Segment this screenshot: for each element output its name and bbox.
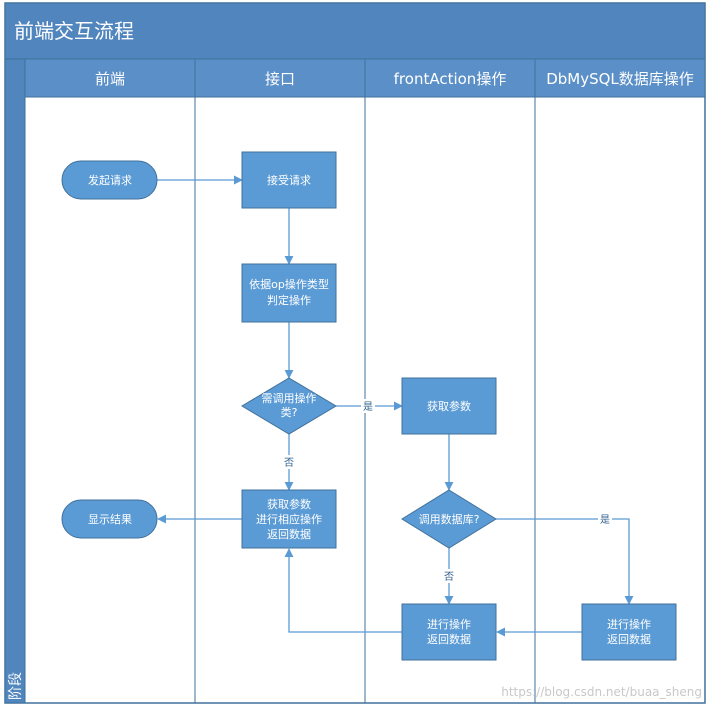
lane-label-frontend: 前端 bbox=[95, 70, 125, 88]
node-start bbox=[61, 160, 158, 200]
node-judge-label-1: 依据op操作类型 bbox=[249, 277, 329, 291]
lane-label-dbmysql: DbMySQL数据库操作 bbox=[546, 70, 694, 88]
node-call-db-decision bbox=[401, 489, 497, 549]
node-show-result-label: 显示结果 bbox=[88, 513, 132, 526]
lane-header-dbmysql bbox=[534, 58, 706, 98]
edge-label-no: 否 bbox=[284, 457, 294, 469]
node-get-params-label: 获取参数 bbox=[427, 399, 471, 413]
node-action-do-label-1: 进行操作 bbox=[427, 617, 471, 631]
node-interface-do-label-2: 进行相应操作 bbox=[256, 512, 322, 526]
node-db-do bbox=[581, 603, 677, 661]
lane-header-frontaction bbox=[364, 58, 536, 98]
edge-label-no: 否 bbox=[444, 571, 454, 583]
node-call-db-label: 调用数据库? bbox=[419, 512, 480, 526]
diagram-title: 前端交互流程 bbox=[14, 19, 134, 43]
node-interface-do-label-1: 获取参数 bbox=[267, 497, 311, 511]
node-need-call-decision bbox=[241, 377, 337, 435]
phase-column bbox=[4, 58, 26, 704]
edge-label-bg bbox=[282, 455, 296, 469]
watermark: https://blog.csdn.net/buaa_sheng bbox=[501, 685, 702, 699]
node-receive bbox=[241, 151, 337, 209]
diagram-frame bbox=[4, 2, 706, 704]
node-judge-label-2: 判定操作 bbox=[267, 293, 311, 307]
lane-header-interface bbox=[194, 58, 366, 98]
edge-label-bg bbox=[361, 399, 375, 413]
node-need-call-label-2: 类? bbox=[281, 405, 298, 419]
title-bar bbox=[4, 2, 706, 60]
edge-calldb-yes bbox=[496, 518, 634, 605]
node-interface-do bbox=[241, 489, 337, 549]
phase-label: 阶段 bbox=[8, 672, 24, 700]
node-action-do bbox=[401, 603, 497, 661]
edge-label-yes: 是 bbox=[600, 514, 610, 526]
edge-label-yes: 是 bbox=[363, 401, 373, 413]
node-db-do-label-2: 返回数据 bbox=[607, 632, 651, 646]
lane-label-frontaction: frontAction操作 bbox=[394, 70, 507, 88]
lane-label-interface: 接口 bbox=[265, 70, 295, 88]
node-action-do-label-2: 返回数据 bbox=[427, 632, 471, 646]
node-judge bbox=[241, 263, 337, 323]
edge-label-bg bbox=[598, 512, 612, 526]
node-get-params bbox=[401, 377, 497, 435]
node-db-do-label-1: 进行操作 bbox=[607, 617, 651, 631]
edge-label-bg bbox=[442, 569, 456, 583]
node-show-result bbox=[61, 499, 158, 539]
node-interface-do-label-3: 返回数据 bbox=[267, 527, 311, 541]
lane-header-frontend bbox=[24, 58, 196, 98]
node-receive-label: 接受请求 bbox=[267, 174, 311, 187]
node-need-call-label-1: 需调用操作 bbox=[262, 391, 317, 405]
edge-action-to-interface bbox=[284, 548, 402, 633]
node-start-label: 发起请求 bbox=[88, 173, 132, 187]
